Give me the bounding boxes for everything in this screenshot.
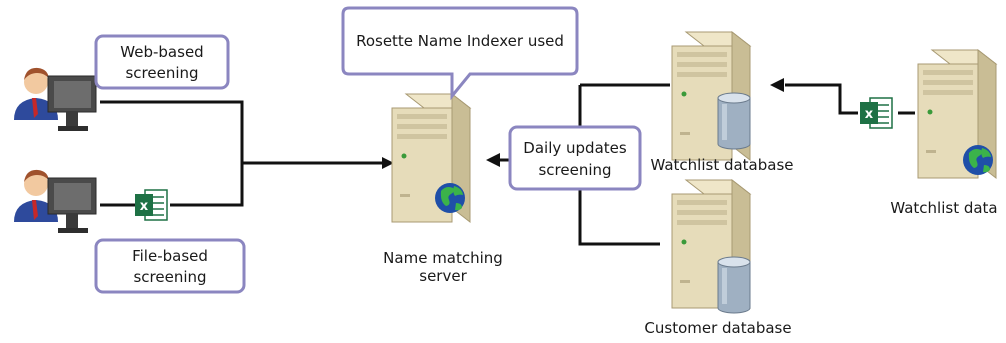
excel-to-server-connector bbox=[170, 161, 386, 207]
watchlist-data-globe-icon bbox=[963, 145, 993, 175]
file-user-icon bbox=[13, 169, 97, 234]
web-based-label-line1: Web-based bbox=[120, 43, 203, 61]
customer-database-label: Customer database bbox=[644, 319, 791, 337]
arrowhead-server-in bbox=[382, 157, 394, 169]
file-based-callout: File-based screening bbox=[94, 238, 246, 294]
daily-updates-label-line1: Daily updates bbox=[523, 139, 627, 157]
excel-to-watchlist-connector bbox=[785, 83, 858, 115]
watchlist-database-icon bbox=[717, 92, 751, 150]
server-label-line1: Name matching bbox=[383, 249, 503, 267]
web-based-callout: Web-based screening bbox=[94, 34, 230, 90]
customer-database-icon bbox=[717, 256, 751, 314]
server-label-line2: server bbox=[419, 267, 467, 285]
watchlist-data-label: Watchlist data bbox=[890, 199, 997, 217]
indexer-label: Rosette Name Indexer used bbox=[356, 32, 564, 50]
daily-updates-label-line2: screening bbox=[538, 161, 611, 179]
file-based-label-line2: screening bbox=[133, 268, 206, 286]
arrowhead-server bbox=[486, 153, 500, 167]
indexer-callout: Rosette Name Indexer used bbox=[341, 6, 579, 101]
excel-file-icon bbox=[134, 189, 168, 221]
daily-updates-callout: Daily updates screening bbox=[508, 125, 642, 191]
web-user-icon bbox=[13, 67, 97, 132]
web-to-server-connector bbox=[100, 100, 244, 163]
server-globe-icon bbox=[435, 183, 465, 213]
arrowhead-watchlist bbox=[770, 78, 784, 92]
watchlist-database-label: Watchlist database bbox=[650, 156, 793, 174]
web-based-label-line2: screening bbox=[125, 64, 198, 82]
file-based-label-line1: File-based bbox=[132, 247, 208, 265]
watchlist-excel-icon bbox=[859, 97, 893, 129]
